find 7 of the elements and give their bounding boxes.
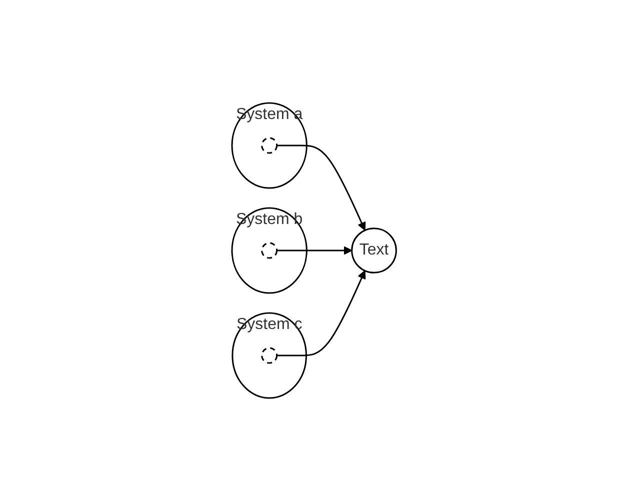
arrow [276, 270, 366, 356]
node-circle [261, 242, 278, 259]
arrow [276, 246, 352, 255]
arrow [276, 144, 366, 231]
node-circle [261, 137, 278, 154]
node-circle [261, 347, 278, 364]
node-circle: Text [351, 228, 397, 274]
